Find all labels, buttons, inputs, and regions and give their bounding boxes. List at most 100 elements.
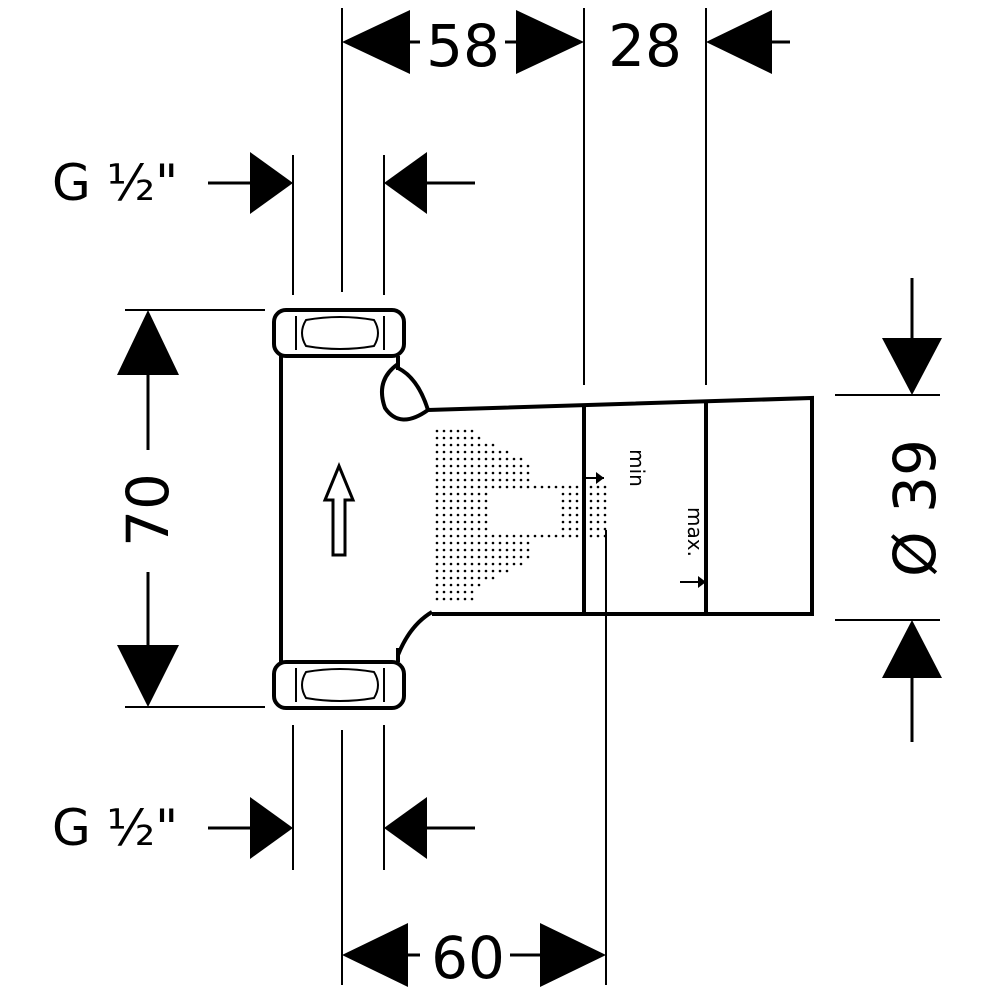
stipple-dot xyxy=(463,520,467,524)
stipple-dot xyxy=(589,485,593,489)
stipple-dot xyxy=(484,457,488,461)
stipple-dot xyxy=(519,548,523,552)
thread-bottom: G ½" xyxy=(52,797,475,859)
stipple-dot xyxy=(449,534,453,538)
stipple-dot xyxy=(456,492,460,496)
stipple-dot xyxy=(435,562,439,566)
stipple-dot xyxy=(505,485,509,489)
stipple-dot xyxy=(547,534,551,538)
stipple-dot xyxy=(435,513,439,517)
stipple-dot xyxy=(575,513,579,517)
stipple-dot xyxy=(442,576,446,580)
stipple-dot xyxy=(582,534,586,538)
stipple-dot xyxy=(463,562,467,566)
stipple-dot xyxy=(449,520,453,524)
dimension-70: 70 xyxy=(114,310,182,707)
stipple-dot xyxy=(463,485,467,489)
stipple-dot xyxy=(470,548,474,552)
stipple-dot xyxy=(449,443,453,447)
stipple-dot xyxy=(442,450,446,454)
stipple-dot xyxy=(435,555,439,559)
stipple-dot xyxy=(477,485,481,489)
stipple-dot xyxy=(435,429,439,433)
stipple-dot xyxy=(477,555,481,559)
stipple-dot xyxy=(582,513,586,517)
stipple-dot xyxy=(561,520,565,524)
stipple-dot xyxy=(449,590,453,594)
stipple-dot xyxy=(519,541,523,545)
stipple-dot xyxy=(526,534,530,538)
stipple-dot xyxy=(491,576,495,580)
stipple-dot xyxy=(512,457,516,461)
stipple-dot xyxy=(498,534,502,538)
stipple-dot xyxy=(484,569,488,573)
stipple-dot xyxy=(512,555,516,559)
stipple-dot xyxy=(589,499,593,503)
stipple-dot xyxy=(435,478,439,482)
stipple-dot xyxy=(463,576,467,580)
stipple-dot xyxy=(582,527,586,531)
stipple-dot xyxy=(484,527,488,531)
stipple-dot xyxy=(582,485,586,489)
stipple-dot xyxy=(491,562,495,566)
stipple-dot xyxy=(491,471,495,475)
stipple-dot xyxy=(512,464,516,468)
stipple-dot xyxy=(484,471,488,475)
stipple-dot xyxy=(449,576,453,580)
stipple-dot xyxy=(442,499,446,503)
stipple-dot xyxy=(463,492,467,496)
stipple-dot xyxy=(463,471,467,475)
stipple-dot xyxy=(435,548,439,552)
stipple-dot xyxy=(603,492,607,496)
stipple-dot xyxy=(561,513,565,517)
stipple-dot xyxy=(470,562,474,566)
stipple-dot xyxy=(463,590,467,594)
stipple-dot xyxy=(547,485,551,489)
stipple-dot xyxy=(505,555,509,559)
stipple-dot xyxy=(456,562,460,566)
stipple-dot xyxy=(568,520,572,524)
stipple-dot xyxy=(526,555,530,559)
stipple-dot xyxy=(477,443,481,447)
stipple-dot xyxy=(568,485,572,489)
stipple-dot xyxy=(505,534,509,538)
stipple-dot xyxy=(470,534,474,538)
stipple-dot xyxy=(526,464,530,468)
stipple-dot xyxy=(498,478,502,482)
extension-lines xyxy=(125,8,940,985)
stipple-dot xyxy=(470,583,474,587)
stipple-dot xyxy=(498,548,502,552)
stipple-dot xyxy=(505,541,509,545)
stipple-dot xyxy=(477,527,481,531)
stipple-dot xyxy=(484,492,488,496)
stipple-dot xyxy=(435,590,439,594)
stipple-dot xyxy=(575,485,579,489)
stipple-dot xyxy=(463,527,467,531)
stipple-dot xyxy=(470,464,474,468)
stipple-dot xyxy=(477,520,481,524)
stipple-dot xyxy=(498,562,502,566)
stipple-dot xyxy=(603,520,607,524)
stipple-dot xyxy=(435,492,439,496)
stipple-dot xyxy=(554,485,558,489)
thread-bottom-label: G ½" xyxy=(52,799,178,857)
stipple-dot xyxy=(463,429,467,433)
stipple-dot xyxy=(561,499,565,503)
bottom-nut xyxy=(272,660,406,710)
stipple-dot xyxy=(477,450,481,454)
arrow-right-icon xyxy=(250,797,293,859)
stipple-dot xyxy=(449,527,453,531)
stipple-dot xyxy=(449,555,453,559)
max-marker: max. xyxy=(680,507,707,588)
stipple-dot xyxy=(603,485,607,489)
stipple-dot xyxy=(512,485,516,489)
stipple-dot xyxy=(463,464,467,468)
stipple-dot xyxy=(484,513,488,517)
stipple-dot xyxy=(589,513,593,517)
stipple-dot xyxy=(519,555,523,559)
stipple-dot xyxy=(435,499,439,503)
dimension-60: 60 xyxy=(342,923,606,992)
stipple-dot xyxy=(435,471,439,475)
stipple-dot xyxy=(449,471,453,475)
